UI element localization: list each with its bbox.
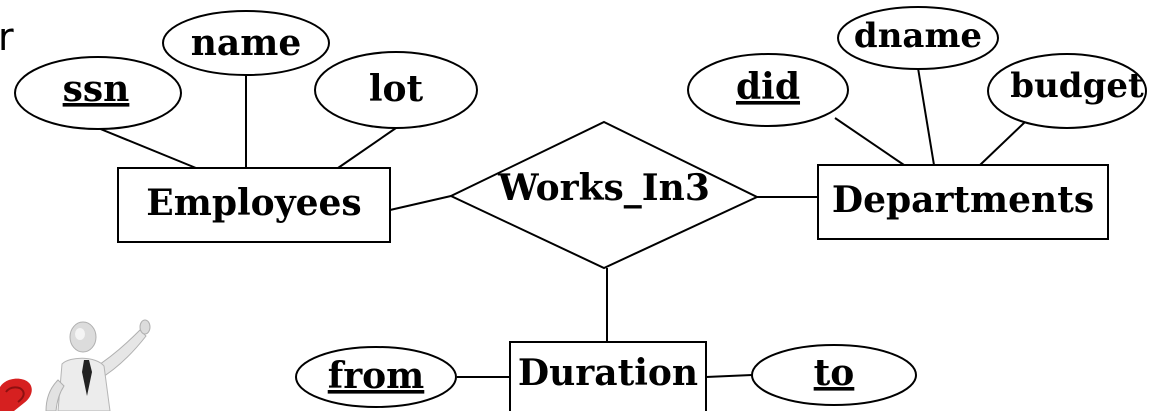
attribute-name-label: name (191, 22, 302, 64)
attribute-dname-oval (837, 6, 999, 70)
attribute-budget-oval (987, 53, 1147, 129)
attribute-to: to (751, 344, 917, 406)
attribute-dname-label: dname (854, 16, 982, 56)
connector-lines (97, 67, 1026, 378)
relationship-works-in3-diamond (448, 120, 760, 270)
attribute-did: did (687, 53, 849, 127)
attribute-lot: lot (314, 51, 478, 129)
edge-dname-departments (917, 67, 935, 166)
relationship-works-in3: Works_In3 (448, 120, 760, 270)
attribute-dname: dname (837, 6, 999, 70)
edge-did-departments (834, 117, 905, 166)
attribute-ssn-oval (14, 56, 182, 130)
entity-departments: Departments (817, 164, 1109, 240)
attribute-ssn-label: ssn (63, 68, 130, 110)
edge-duration-to (705, 374, 753, 378)
attribute-did-label: did (736, 66, 800, 108)
question-mark-shape (0, 378, 32, 411)
figure-tie (82, 360, 92, 396)
entity-employees-label: Employees (146, 182, 361, 224)
attribute-budget: budget (987, 53, 1147, 129)
figure-raised-arm (93, 329, 147, 381)
attribute-did-oval (687, 53, 849, 127)
edge-budget-departments (979, 121, 1026, 166)
attribute-budget-label: budget (1010, 66, 1144, 106)
edge-ssn-employees (97, 127, 197, 169)
figure-body (57, 357, 111, 411)
edge-lot-employees (337, 127, 397, 169)
attribute-lot-oval (314, 51, 478, 129)
presenter-figure-icon (0, 319, 151, 411)
cut-off-title-fragment: r (0, 15, 14, 59)
attribute-name: name (162, 10, 330, 76)
attribute-name-oval (162, 10, 330, 76)
entity-departments-label: Departments (832, 179, 1094, 221)
entity-duration: Duration (509, 341, 707, 411)
entity-employees: Employees (117, 167, 391, 243)
attribute-ssn: ssn (14, 56, 182, 130)
attribute-to-oval (751, 344, 917, 406)
entity-departments-box (817, 164, 1109, 240)
attribute-from-label: from (328, 355, 425, 397)
attribute-from-oval (295, 346, 457, 408)
entity-duration-label: Duration (518, 352, 698, 394)
attribute-from: from (295, 346, 457, 408)
edge-employees-worksin (389, 195, 452, 211)
entity-employees-box (117, 167, 391, 243)
attribute-lot-label: lot (369, 68, 424, 110)
entity-duration-box (509, 341, 707, 411)
relationship-works-in3-label: Works_In3 (497, 167, 710, 209)
attribute-to-label: to (814, 352, 855, 394)
